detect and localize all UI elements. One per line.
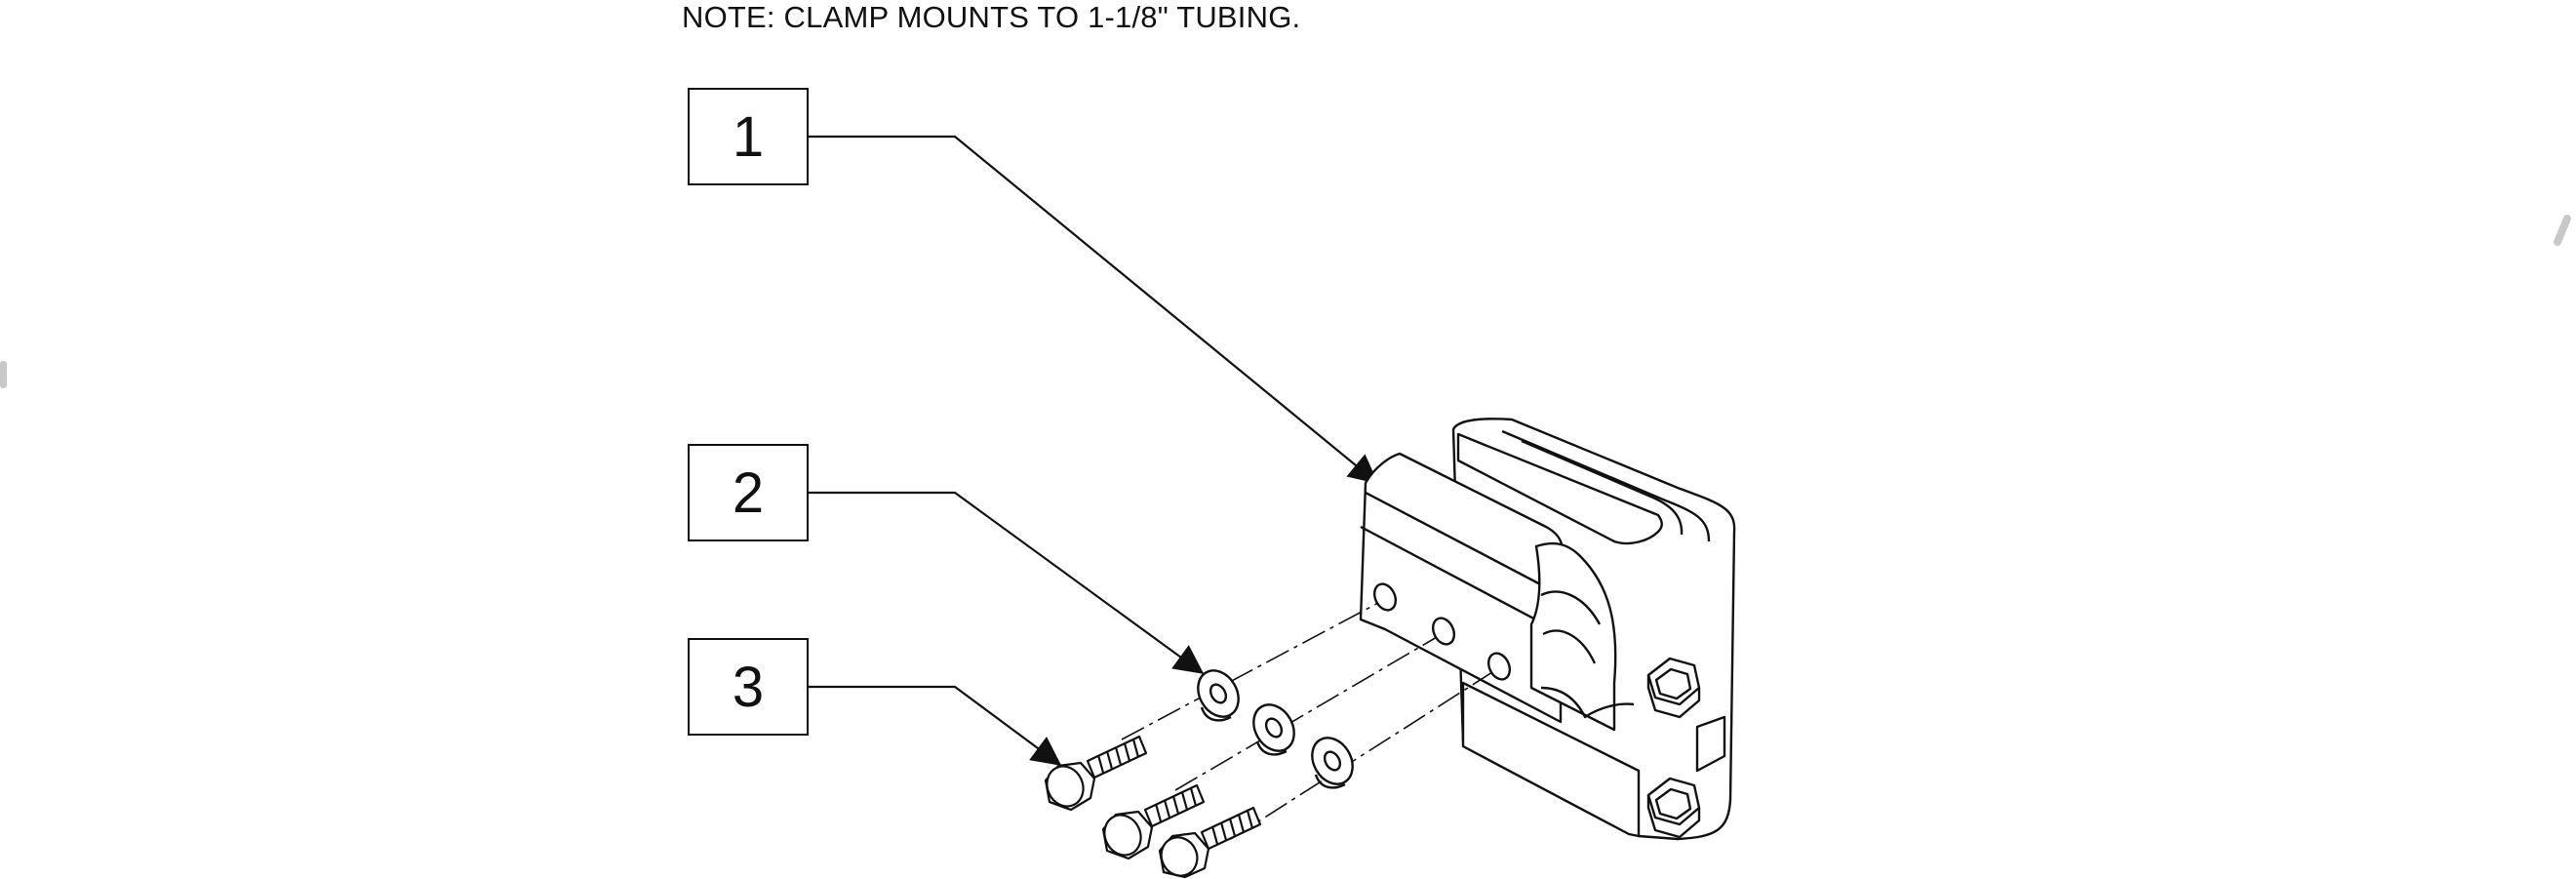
hex-bolt-3 xyxy=(1158,806,1262,879)
center-lines xyxy=(1121,602,1493,840)
hex-nut-lower xyxy=(1646,777,1701,839)
callout-box-3: 3 xyxy=(688,638,809,736)
leader-lines xyxy=(809,135,1379,766)
clamp xyxy=(1359,418,1736,841)
hex-bolt-2 xyxy=(1101,783,1206,860)
washers xyxy=(1197,669,1354,789)
plate-hole-3 xyxy=(1486,652,1512,681)
edge-mark-left xyxy=(0,361,7,388)
hex-bolt-1 xyxy=(1044,735,1148,812)
leader-line-3 xyxy=(809,685,1062,766)
plate-hole-2 xyxy=(1431,617,1456,646)
leader-line-1 xyxy=(809,135,1379,484)
center-line-2 xyxy=(1174,636,1438,791)
callout-box-2: 2 xyxy=(688,444,809,541)
leader-line-2 xyxy=(809,491,1205,674)
callout-box-1: 1 xyxy=(688,88,809,185)
center-line-3 xyxy=(1230,671,1493,840)
washer-2 xyxy=(1252,703,1295,756)
edge-mark-right xyxy=(2554,215,2571,246)
washer-1 xyxy=(1197,669,1240,722)
center-line-1 xyxy=(1121,602,1379,740)
washer-3 xyxy=(1311,737,1354,789)
bolts xyxy=(1044,735,1262,879)
note-text: NOTE: CLAMP MOUNTS TO 1-1/8" TUBING. xyxy=(682,0,1301,34)
plate-hole-1 xyxy=(1372,582,1398,612)
hex-nut-upper xyxy=(1646,657,1701,719)
clamp-rear-jaw xyxy=(1456,432,1663,545)
clamp-side-slot xyxy=(1695,715,1726,773)
clamp-lower-strap xyxy=(1461,681,1641,838)
